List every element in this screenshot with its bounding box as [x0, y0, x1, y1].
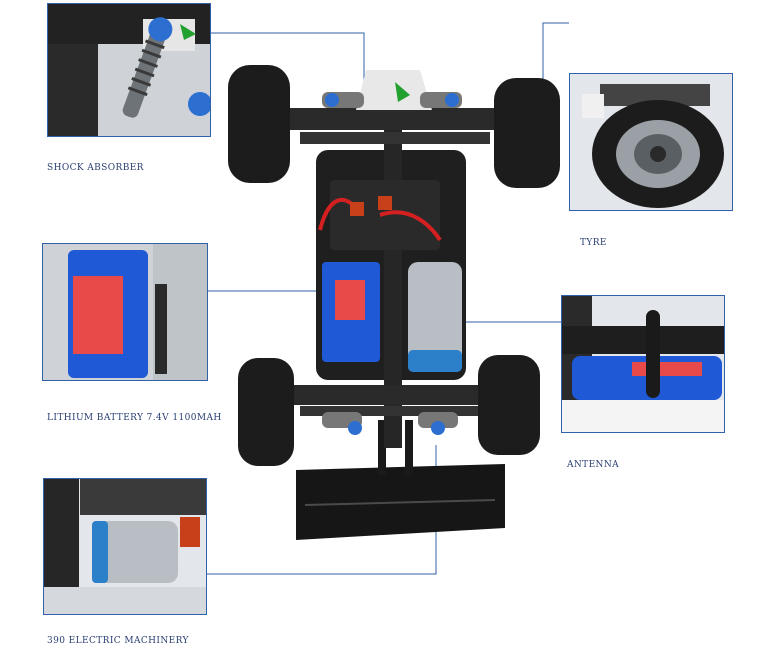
shock-absorber-inset — [47, 3, 211, 137]
tyre-photo — [570, 74, 732, 210]
motor-photo — [44, 479, 206, 614]
antenna-closeup — [646, 310, 660, 398]
motor-inset — [43, 478, 207, 615]
rear-left-tyre — [238, 358, 294, 466]
antenna-photo — [562, 296, 724, 432]
tyre-label: TYRE — [580, 238, 607, 248]
shock-absorber-label: SHOCK ABSORBER — [47, 163, 144, 173]
motor-label: 390 ELECTRIC MACHINERY — [47, 636, 189, 646]
battery-inset — [42, 243, 208, 381]
motor-closeup — [92, 521, 178, 583]
rear-right-tyre — [478, 355, 540, 455]
motor — [408, 262, 462, 370]
antenna-inset — [561, 295, 725, 433]
front-right-tyre — [494, 78, 560, 188]
battery-label: LITHIUM BATTERY 7.4V 1100MAH — [47, 413, 222, 423]
tyre-inset — [569, 73, 733, 211]
callout-line-tyre — [542, 22, 569, 87]
callout-line-shock — [211, 32, 365, 85]
front-left-tyre — [228, 65, 290, 183]
shock-absorber-photo — [48, 4, 210, 136]
antenna-label: ANTENNA — [567, 460, 619, 470]
battery-photo — [43, 244, 207, 380]
